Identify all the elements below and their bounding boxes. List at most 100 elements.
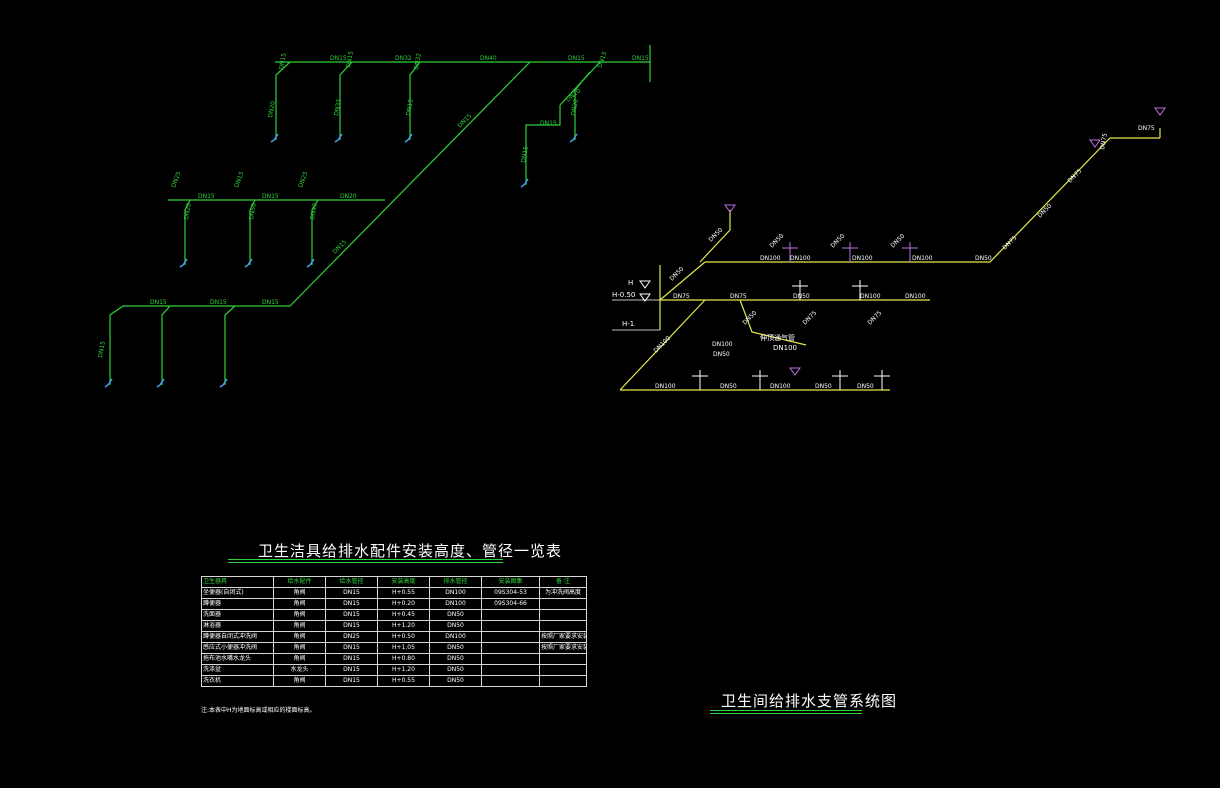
supply-dn-label: DN32 bbox=[395, 55, 412, 62]
supply-dn-label: DN15 bbox=[150, 299, 167, 306]
table-note: 注:本表中H为地面标高或相应的楼面标高。 bbox=[201, 707, 316, 714]
supply-branch-m1 bbox=[184, 199, 191, 265]
supply-dn-label: DN15 bbox=[210, 299, 227, 306]
table-cell: DN25 bbox=[325, 631, 378, 643]
fixture-connection-icon bbox=[270, 133, 279, 143]
table-cell: DN15 bbox=[325, 664, 378, 676]
drain-dn-label: DN50 bbox=[707, 226, 724, 243]
vent-cap-icon bbox=[1089, 139, 1101, 148]
vent-cap-icon bbox=[789, 367, 801, 376]
table-cell: DN15 bbox=[325, 675, 378, 687]
table-header-row: 卫生器具给水配件给水管径安装高度排水管径安装图集备 注 bbox=[201, 576, 587, 588]
supply-branch-m3 bbox=[311, 199, 319, 265]
supply-dn-label: DN15 bbox=[198, 193, 215, 200]
table-cell: DN50 bbox=[429, 664, 482, 676]
table-cell: DN100 bbox=[429, 598, 482, 610]
supply-dn-label: DN15 bbox=[520, 145, 530, 163]
supply-branch-m2 bbox=[249, 199, 256, 265]
table-cell: 安装高度 bbox=[377, 576, 430, 588]
drain-branch-link bbox=[739, 299, 807, 346]
supply-dn-label: DN40 bbox=[309, 202, 319, 220]
table-cell: DN50 bbox=[429, 675, 482, 687]
drain-dn-label: DN50 bbox=[668, 265, 685, 282]
supply-dn-label: DN15 bbox=[632, 55, 649, 62]
table-cell bbox=[481, 653, 540, 665]
drain-dn-label: DN50 bbox=[713, 351, 730, 358]
drain-dn-label: DN100 bbox=[712, 341, 733, 348]
supply-dn-label: DN15 bbox=[97, 340, 107, 358]
table-title-underline-2 bbox=[228, 562, 503, 563]
drain-dn-label: DN100 bbox=[760, 255, 781, 262]
fixture-connection-icon bbox=[156, 378, 165, 388]
table-cell: 角阀 bbox=[273, 620, 326, 632]
vent-cap-icon bbox=[1154, 107, 1166, 116]
table-cell: 备 注 bbox=[539, 576, 587, 588]
table-cell: 角阀 bbox=[273, 609, 326, 621]
drain-dn-label: DN50 bbox=[793, 293, 810, 300]
table-cell: H+0.20 bbox=[377, 598, 430, 610]
drain-dn-label: DN100 bbox=[652, 335, 672, 355]
table-cell: H+1.20 bbox=[377, 620, 430, 632]
table-cell bbox=[539, 598, 587, 610]
drain-dn-label: DN100 bbox=[860, 293, 881, 300]
drain-dn-label: DN100 bbox=[655, 383, 676, 390]
table-cell: H+0.80 bbox=[377, 653, 430, 665]
drain-dn-label: DN50 bbox=[768, 232, 785, 249]
supply-dn-label: DN15 bbox=[568, 55, 585, 62]
supply-dn-label: DN15 bbox=[456, 112, 473, 129]
system-diagram-title: 卫生间给排水支管系统图 bbox=[721, 692, 898, 710]
table-cell bbox=[539, 653, 587, 665]
table-cell: DN50 bbox=[429, 620, 482, 632]
table-cell: 水龙头 bbox=[273, 664, 326, 676]
drain-dn-label: DN75 bbox=[866, 309, 883, 326]
supply-dn-label: DN15 bbox=[405, 98, 415, 116]
drain-dn-label: DN50 bbox=[1036, 202, 1053, 219]
elevation-label: H-1 bbox=[622, 320, 634, 328]
supply-dn-label: DN15 bbox=[278, 52, 288, 70]
table-cell: DN15 bbox=[325, 598, 378, 610]
fixture-connection-icon bbox=[520, 178, 529, 188]
table-cell: 按照厂家要求安装 bbox=[539, 642, 587, 654]
supply-dn-label: DN25 bbox=[170, 170, 182, 188]
supply-branch-t2 bbox=[339, 61, 353, 140]
supply-dn-label: DN15 bbox=[345, 50, 355, 68]
table-cell: 09S304-66 bbox=[481, 598, 540, 610]
table-cell: H+0.55 bbox=[377, 587, 430, 599]
supply-dn-label: DN40 bbox=[480, 55, 497, 62]
drain-dn-label: DN75 bbox=[1066, 167, 1083, 184]
table-cell: H+0.50 bbox=[377, 631, 430, 643]
table-cell bbox=[539, 664, 587, 676]
supply-branch-b3 bbox=[224, 305, 236, 385]
drain-dn-label: DN75 bbox=[801, 309, 818, 326]
fixture-connection-icon bbox=[219, 378, 228, 388]
table-title: 卫生洁具给排水配件安装高度、管径一览表 bbox=[258, 542, 563, 560]
table-cell: DN50 bbox=[429, 642, 482, 654]
table-cell: 角阀 bbox=[273, 675, 326, 687]
table-cell bbox=[539, 675, 587, 687]
table-cell: 拖布池水嘴水龙头 bbox=[201, 653, 274, 665]
supply-dn-label: DN32 bbox=[333, 98, 343, 116]
drain-dn-label: DN75 bbox=[1099, 132, 1109, 150]
table-cell bbox=[539, 620, 587, 632]
drain-dn-label: DN75 bbox=[673, 293, 690, 300]
table-cell bbox=[539, 609, 587, 621]
table-cell: 角阀 bbox=[273, 642, 326, 654]
supply-dn-label: DN15 bbox=[233, 170, 245, 188]
supply-dn-label: DN15 bbox=[540, 120, 557, 127]
supply-dn-label: DN20 bbox=[570, 98, 580, 116]
table-cell: DN50 bbox=[429, 609, 482, 621]
supply-dn-label: DN15 bbox=[262, 193, 279, 200]
fixture-connection-icon bbox=[306, 258, 315, 268]
supply-dn-label: DN25 bbox=[297, 170, 309, 188]
drain-riser-right bbox=[955, 137, 1160, 263]
table-cell: 淋浴器 bbox=[201, 620, 274, 632]
table-cell: 蹲便器自闭式冲洗阀 bbox=[201, 631, 274, 643]
table-cell: 蹲便器 bbox=[201, 598, 274, 610]
